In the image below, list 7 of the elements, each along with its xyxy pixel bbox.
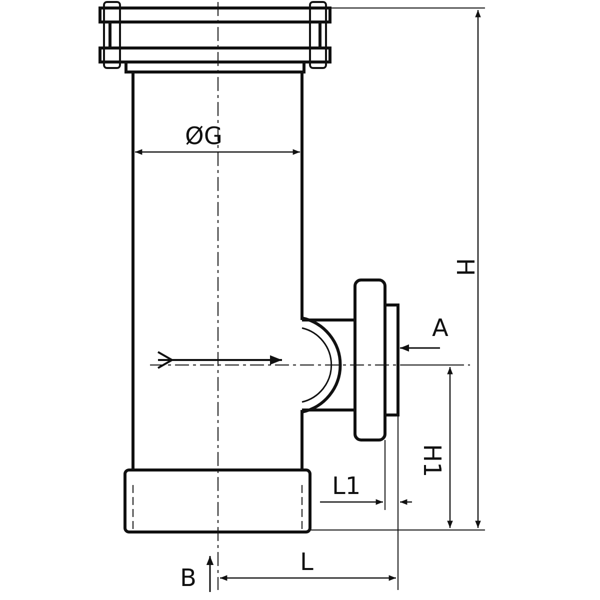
dimension-label: ØG bbox=[185, 124, 222, 148]
dimension-label: A bbox=[432, 316, 448, 340]
dimension-label: L1 bbox=[332, 474, 361, 498]
dimension-label: H bbox=[453, 258, 477, 276]
dimension-label: B bbox=[180, 566, 196, 590]
dimension-label: L bbox=[300, 550, 314, 574]
dimension-label: H1 bbox=[420, 444, 444, 478]
